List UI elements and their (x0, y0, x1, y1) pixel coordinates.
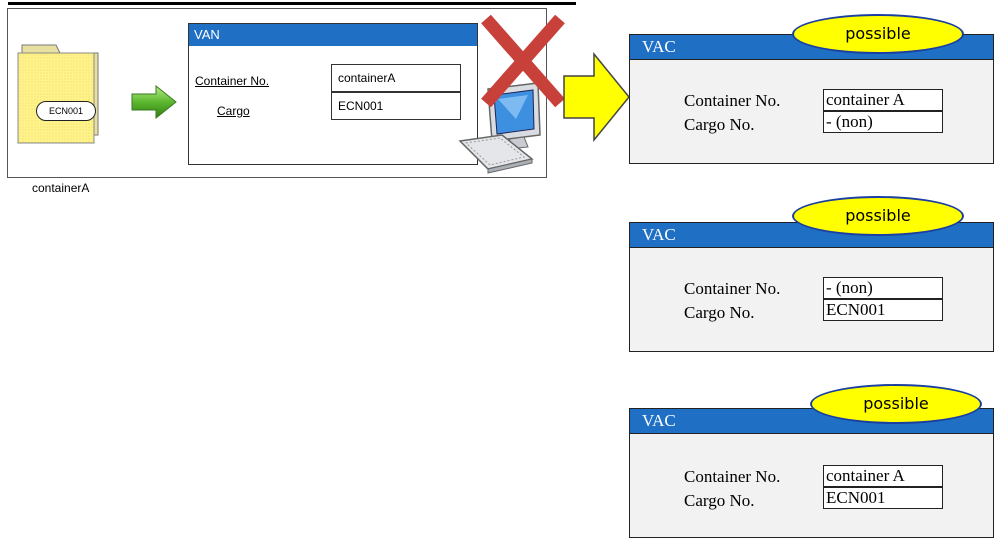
green-arrow-icon (130, 84, 178, 124)
vac-container-field[interactable]: container A (823, 89, 943, 111)
vac-container-label: Container No. (684, 467, 781, 486)
van-cargo-field[interactable]: ECN001 (331, 92, 461, 120)
left-panel: ECN001 containerA VAN Container No. cont… (7, 8, 565, 195)
possible-badge: possible (792, 196, 964, 236)
vac-card: VAC Container No. - (non) Cargo No. ECN0… (629, 222, 994, 352)
ecn-pill: ECN001 (36, 101, 96, 121)
van-title: VAN (189, 24, 477, 46)
van-window: VAN Container No. containerA Cargo ECN00… (188, 23, 478, 165)
van-container-label: Container No. (195, 74, 270, 88)
vac-cargo-label: Cargo No. (684, 303, 755, 322)
vac-container-field[interactable]: container A (823, 465, 943, 487)
folder-icon: ECN001 containerA (16, 39, 106, 195)
vac-container-label: Container No. (684, 91, 781, 110)
vac-container-field[interactable]: - (non) (823, 277, 943, 299)
vac-cargo-field[interactable]: - (non) (823, 111, 943, 133)
vac-card: VAC Container No. container A Cargo No. … (629, 408, 994, 538)
van-container-field[interactable]: containerA (331, 64, 461, 92)
computer-icon (458, 79, 548, 184)
vac-card: VAC Container No. container A Cargo No. … (629, 34, 994, 164)
red-cross-icon (478, 11, 568, 116)
van-cargo-label: Cargo (217, 104, 250, 118)
vac-cargo-label: Cargo No. (684, 491, 755, 510)
possible-badge: possible (792, 14, 964, 54)
vac-cargo-field[interactable]: ECN001 (823, 299, 943, 321)
vac-cargo-field[interactable]: ECN001 (823, 487, 943, 509)
top-underline (8, 2, 576, 5)
vac-container-label: Container No. (684, 279, 781, 298)
folder-label: containerA (32, 181, 90, 195)
vac-cargo-label: Cargo No. (684, 115, 755, 134)
yellow-arrow-icon (562, 51, 632, 147)
possible-badge: possible (810, 384, 982, 424)
